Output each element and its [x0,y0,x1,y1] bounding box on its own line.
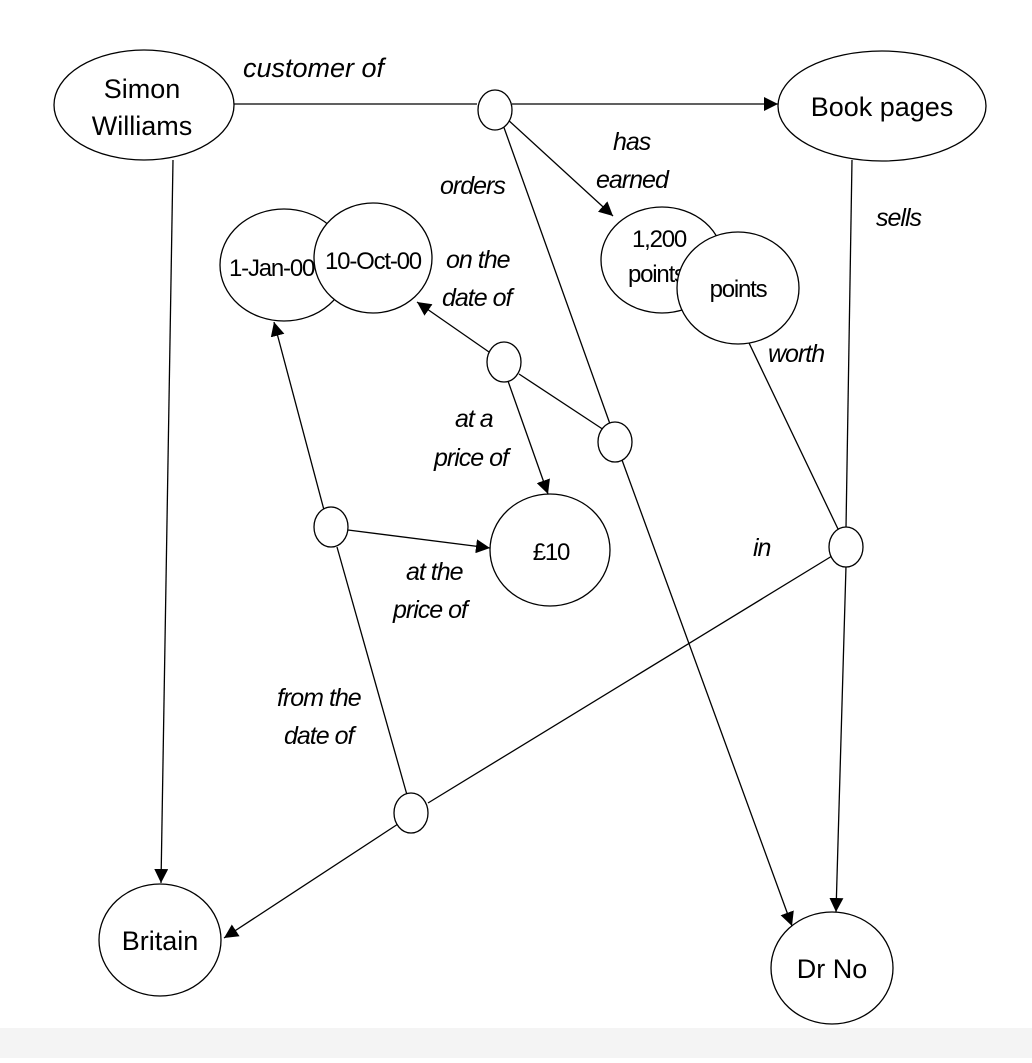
hub-region[interactable] [393,792,429,834]
edges [154,97,853,939]
edge-hub-customer-to-order-hub [501,121,611,425]
node-simon-williams[interactable]: Simon Williams [53,49,235,161]
label-in: in [753,534,771,562]
label-on-the: on the [446,246,510,274]
node-britain[interactable]: Britain [98,883,222,997]
hub-order[interactable] [597,421,633,463]
label-orders: orders [440,172,505,200]
node-label: points [710,276,768,303]
label-from-the: from the [277,684,361,712]
edge-hub-customer-to-points [505,117,614,217]
hub-price[interactable] [313,506,349,548]
edge-book-pages-to-sells-hub [845,159,853,529]
edge-price-hub-to-price [347,529,491,554]
label-price-of-2: price of [392,596,471,624]
label-at-a: at a [455,405,494,433]
label-price-of: price of [433,444,512,472]
label-date-of: date of [442,284,516,312]
edge-sells-hub-to-dr-no [829,565,847,913]
node-label: Williams [92,111,193,141]
node-book-pages[interactable]: Book pages [777,50,987,162]
label-earned: earned [596,166,670,194]
bottom-bar [0,1028,1032,1058]
edge-labels: customer of orders has earned sells on t… [243,53,923,750]
node-label: 10-Oct-00 [325,248,422,275]
label-date-of-2: date of [284,722,358,750]
edge-region-hub-to-price-hub [336,546,408,796]
hub-customer[interactable] [477,89,513,131]
hub-date[interactable] [486,341,522,383]
label-worth: worth [768,340,824,368]
label-customer-of: customer of [243,53,387,83]
node-dr-no[interactable]: Dr No [770,911,894,1025]
node-price-10[interactable]: £10 [489,493,611,607]
edge-price-hub-to-date1 [270,321,325,511]
edge-date-hub-to-date2 [416,301,490,353]
hub-nodes [313,89,864,834]
edge-order-hub-to-date-hub [518,373,605,431]
edge-order-hub-to-dr-no [621,459,794,927]
edge-sells-hub-to-points [738,321,839,530]
edge-simon-to-britain [154,159,174,884]
node-label: 1-Jan-00 [229,255,315,282]
label-sells: sells [876,204,922,232]
label-at-the: at the [406,558,463,586]
label-has: has [613,128,651,156]
edge-region-hub-to-britain [223,823,399,939]
node-points[interactable]: points [676,231,800,345]
node-label: 1,200 [632,226,687,253]
edge-date-hub-to-price [507,380,550,495]
node-date-10-oct[interactable]: 10-Oct-00 [313,202,433,314]
node-label: Simon [104,74,181,104]
hub-sells[interactable] [828,526,864,568]
node-label: Book pages [811,92,954,122]
node-label: Britain [122,926,199,956]
node-label: Dr No [797,954,868,984]
edge-sells-hub-to-region-hub [427,555,833,804]
node-date-1-jan[interactable]: 1-Jan-00 [219,208,349,322]
node-label: £10 [533,539,570,566]
